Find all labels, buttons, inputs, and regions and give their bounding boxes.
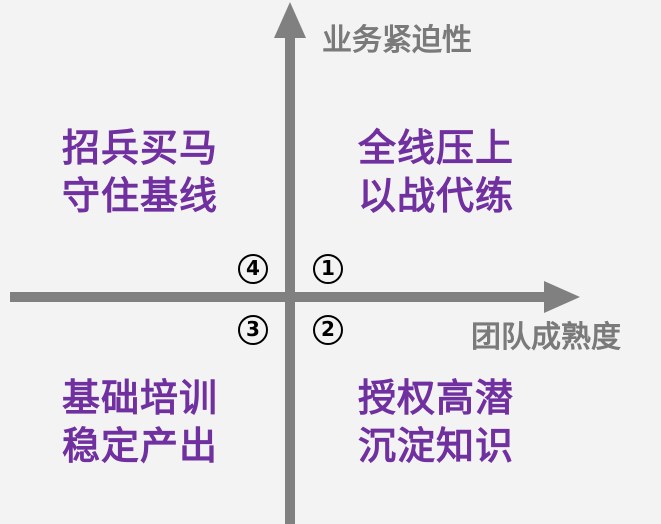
quadrant-top-right-text: 全线压上 以战代练 <box>358 124 514 220</box>
quadrant-number-1: 1 <box>313 254 343 284</box>
quadrant-bottom-left-line2: 稳定产出 <box>62 424 219 468</box>
y-axis-arrowhead <box>274 2 306 38</box>
quadrant-bottom-right-line2: 沉淀知识 <box>358 424 515 468</box>
quadrant-bottom-right-line1: 授权高潜 <box>358 376 515 420</box>
y-axis-label: 业务紧迫性 <box>322 23 472 58</box>
quadrant-bottom-right-text: 授权高潜 沉淀知识 <box>358 374 514 470</box>
quadrant-bottom-left-line1: 基础培训 <box>62 376 219 420</box>
quadrant-bottom-left-text: 基础培训 稳定产出 <box>62 374 218 470</box>
quadrant-top-left-line2: 守住基线 <box>62 174 219 218</box>
x-axis-label: 团队成熟度 <box>471 320 621 355</box>
quadrant-top-right-line1: 全线压上 <box>358 126 515 170</box>
quadrant-top-left-line1: 招兵买马 <box>62 126 219 170</box>
quadrant-number-2: 2 <box>313 315 343 345</box>
x-axis-arrowhead <box>544 281 580 313</box>
quadrant-top-left-text: 招兵买马 守住基线 <box>62 124 218 220</box>
quadrant-number-3: 3 <box>238 315 268 345</box>
quadrant-top-right-line2: 以战代练 <box>358 174 515 218</box>
quadrant-number-4: 4 <box>238 254 268 284</box>
